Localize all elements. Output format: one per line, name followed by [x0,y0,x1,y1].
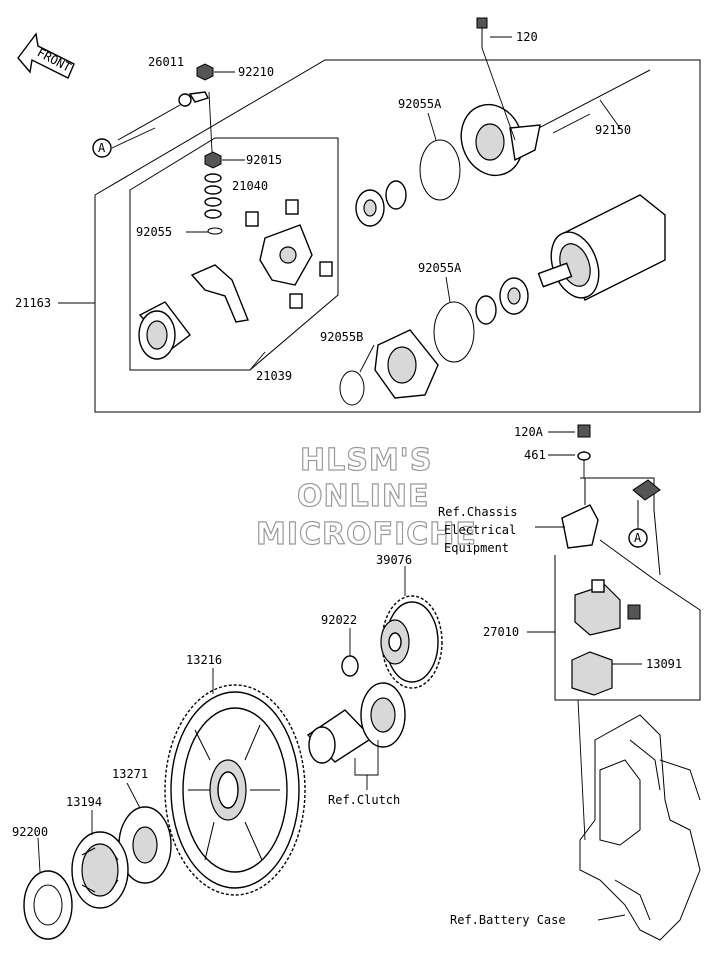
label-13271: 13271 [112,767,148,781]
label-92055a-top: 92055A [398,97,442,111]
relay-connector [561,477,661,576]
label-120: 120 [516,30,538,44]
rear-cover [374,329,439,399]
bolt-120a [577,424,591,438]
bearing-upper [355,180,407,227]
label-13091: 13091 [646,657,682,671]
grommet-461 [577,451,591,461]
front-arrow: FRONT [17,32,75,79]
label-92055: 92055 [136,225,172,239]
label-120a: 120A [514,425,544,439]
terminal-stud [111,91,209,149]
label-92015: 92015 [246,153,282,167]
label-21040: 21040 [232,179,268,193]
relay-cover [571,651,613,696]
ref-chassis-line1: Ref.Chassis [438,505,517,519]
starter-clutch-gear [164,684,306,896]
starter-motor-frame [94,59,701,413]
washer-92022 [341,655,359,677]
callout-a-1 [92,138,112,158]
front-cover [460,103,541,177]
callout-a-2-label: A [634,531,642,545]
ref-clutch: Ref.Clutch [328,793,400,807]
brush-holder-frame [129,137,339,371]
idler-gear [380,595,443,689]
label-92150: 92150 [595,123,631,137]
nut-92210 [196,63,214,81]
brush-bracket [190,264,249,323]
washer-stack [204,151,223,235]
o-ring-b [339,370,365,406]
label-39076: 39076 [376,553,412,567]
label-92055a-mid: 92055A [418,261,462,275]
ref-chassis-line2: Electrical [444,523,516,537]
label-92200: 92200 [12,825,48,839]
label-21163: 21163 [15,296,51,310]
battery-case [579,714,701,941]
starter-motor [537,194,666,301]
label-26011: 26011 [148,55,184,69]
clutch-flange [23,870,73,940]
long-bolt [534,69,651,131]
ref-chassis-line3: Equipment [444,541,509,555]
ref-battery-case: Ref.Battery Case [450,913,566,927]
watermark-line2: ONLINE [297,479,430,514]
o-ring-top [419,139,461,201]
watermark-line3: MICROFICHE [256,517,477,552]
bearing-lower [475,277,529,325]
label-92210: 92210 [238,65,274,79]
label-27010: 27010 [483,625,519,639]
yoke-sleeve [138,301,191,360]
label-13216: 13216 [186,653,222,667]
watermark-line1: HLSM'S [300,443,432,478]
o-ring-mid [433,301,475,363]
bolt-120 [476,17,516,141]
brush-spring [245,211,259,227]
label-461: 461 [524,448,546,462]
clutch-sleeve [306,682,406,764]
label-92022: 92022 [321,613,357,627]
one-way-clutch [71,831,129,909]
callout-a-1-label: A [98,141,106,155]
brush-plate [259,224,313,286]
relay-frame [554,539,701,701]
label-21039: 21039 [256,369,292,383]
starter-relay [574,579,641,636]
label-13194: 13194 [66,795,102,809]
label-92055b: 92055B [320,330,363,344]
